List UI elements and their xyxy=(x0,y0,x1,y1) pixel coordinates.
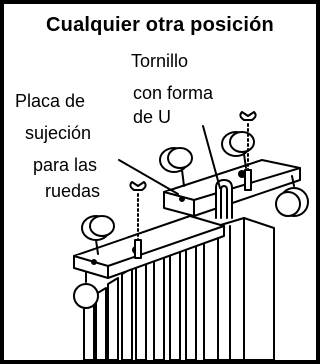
heater-body xyxy=(203,217,275,360)
plate-leader-line xyxy=(118,159,179,195)
front-wheel-plate xyxy=(73,215,225,309)
rear-wheel-plate xyxy=(159,131,309,217)
u-bolt xyxy=(215,179,233,219)
plate-label-line-3: para las xyxy=(32,152,99,178)
bolt-label-line-1: Tornillo xyxy=(130,48,190,74)
wing-nut-upper xyxy=(239,111,257,191)
plate-label-line-1: Placa de xyxy=(14,88,87,114)
bolt-label-line-2: con forma xyxy=(132,80,215,106)
bolt-leader-line xyxy=(202,125,221,189)
wing-nut-lower xyxy=(129,181,147,259)
heater-illustration xyxy=(73,111,309,360)
plate-label-line-4: ruedas xyxy=(44,178,102,204)
bolt-label-line-3: de U xyxy=(132,104,173,130)
plate-label-line-2: sujeción xyxy=(24,120,93,146)
diagram-title: Cualquier otra posición xyxy=(46,14,274,36)
